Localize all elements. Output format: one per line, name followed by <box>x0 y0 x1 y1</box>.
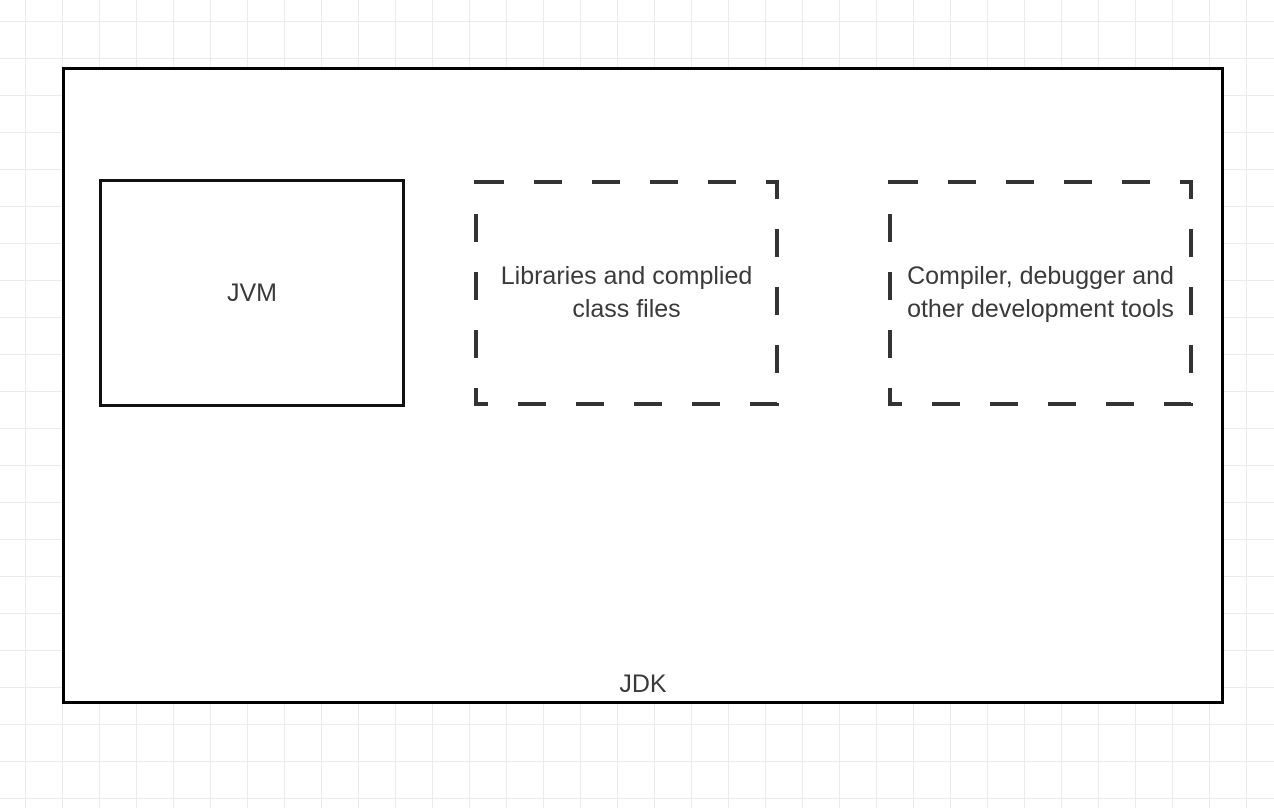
component-label-jvm: JVM <box>227 278 277 307</box>
component-box-libraries[interactable]: Libraries and complied class files <box>474 180 779 406</box>
jdk-container-box[interactable]: JVM Libraries and complied class files C… <box>62 67 1224 704</box>
component-label-libraries: Libraries and complied class files <box>500 262 753 323</box>
component-box-tools[interactable]: Compiler, debugger and other development… <box>888 180 1193 406</box>
component-box-jvm[interactable]: JVM <box>99 179 405 407</box>
component-label-tools: Compiler, debugger and other development… <box>907 262 1174 323</box>
jdk-container-label: JDK <box>619 670 667 698</box>
